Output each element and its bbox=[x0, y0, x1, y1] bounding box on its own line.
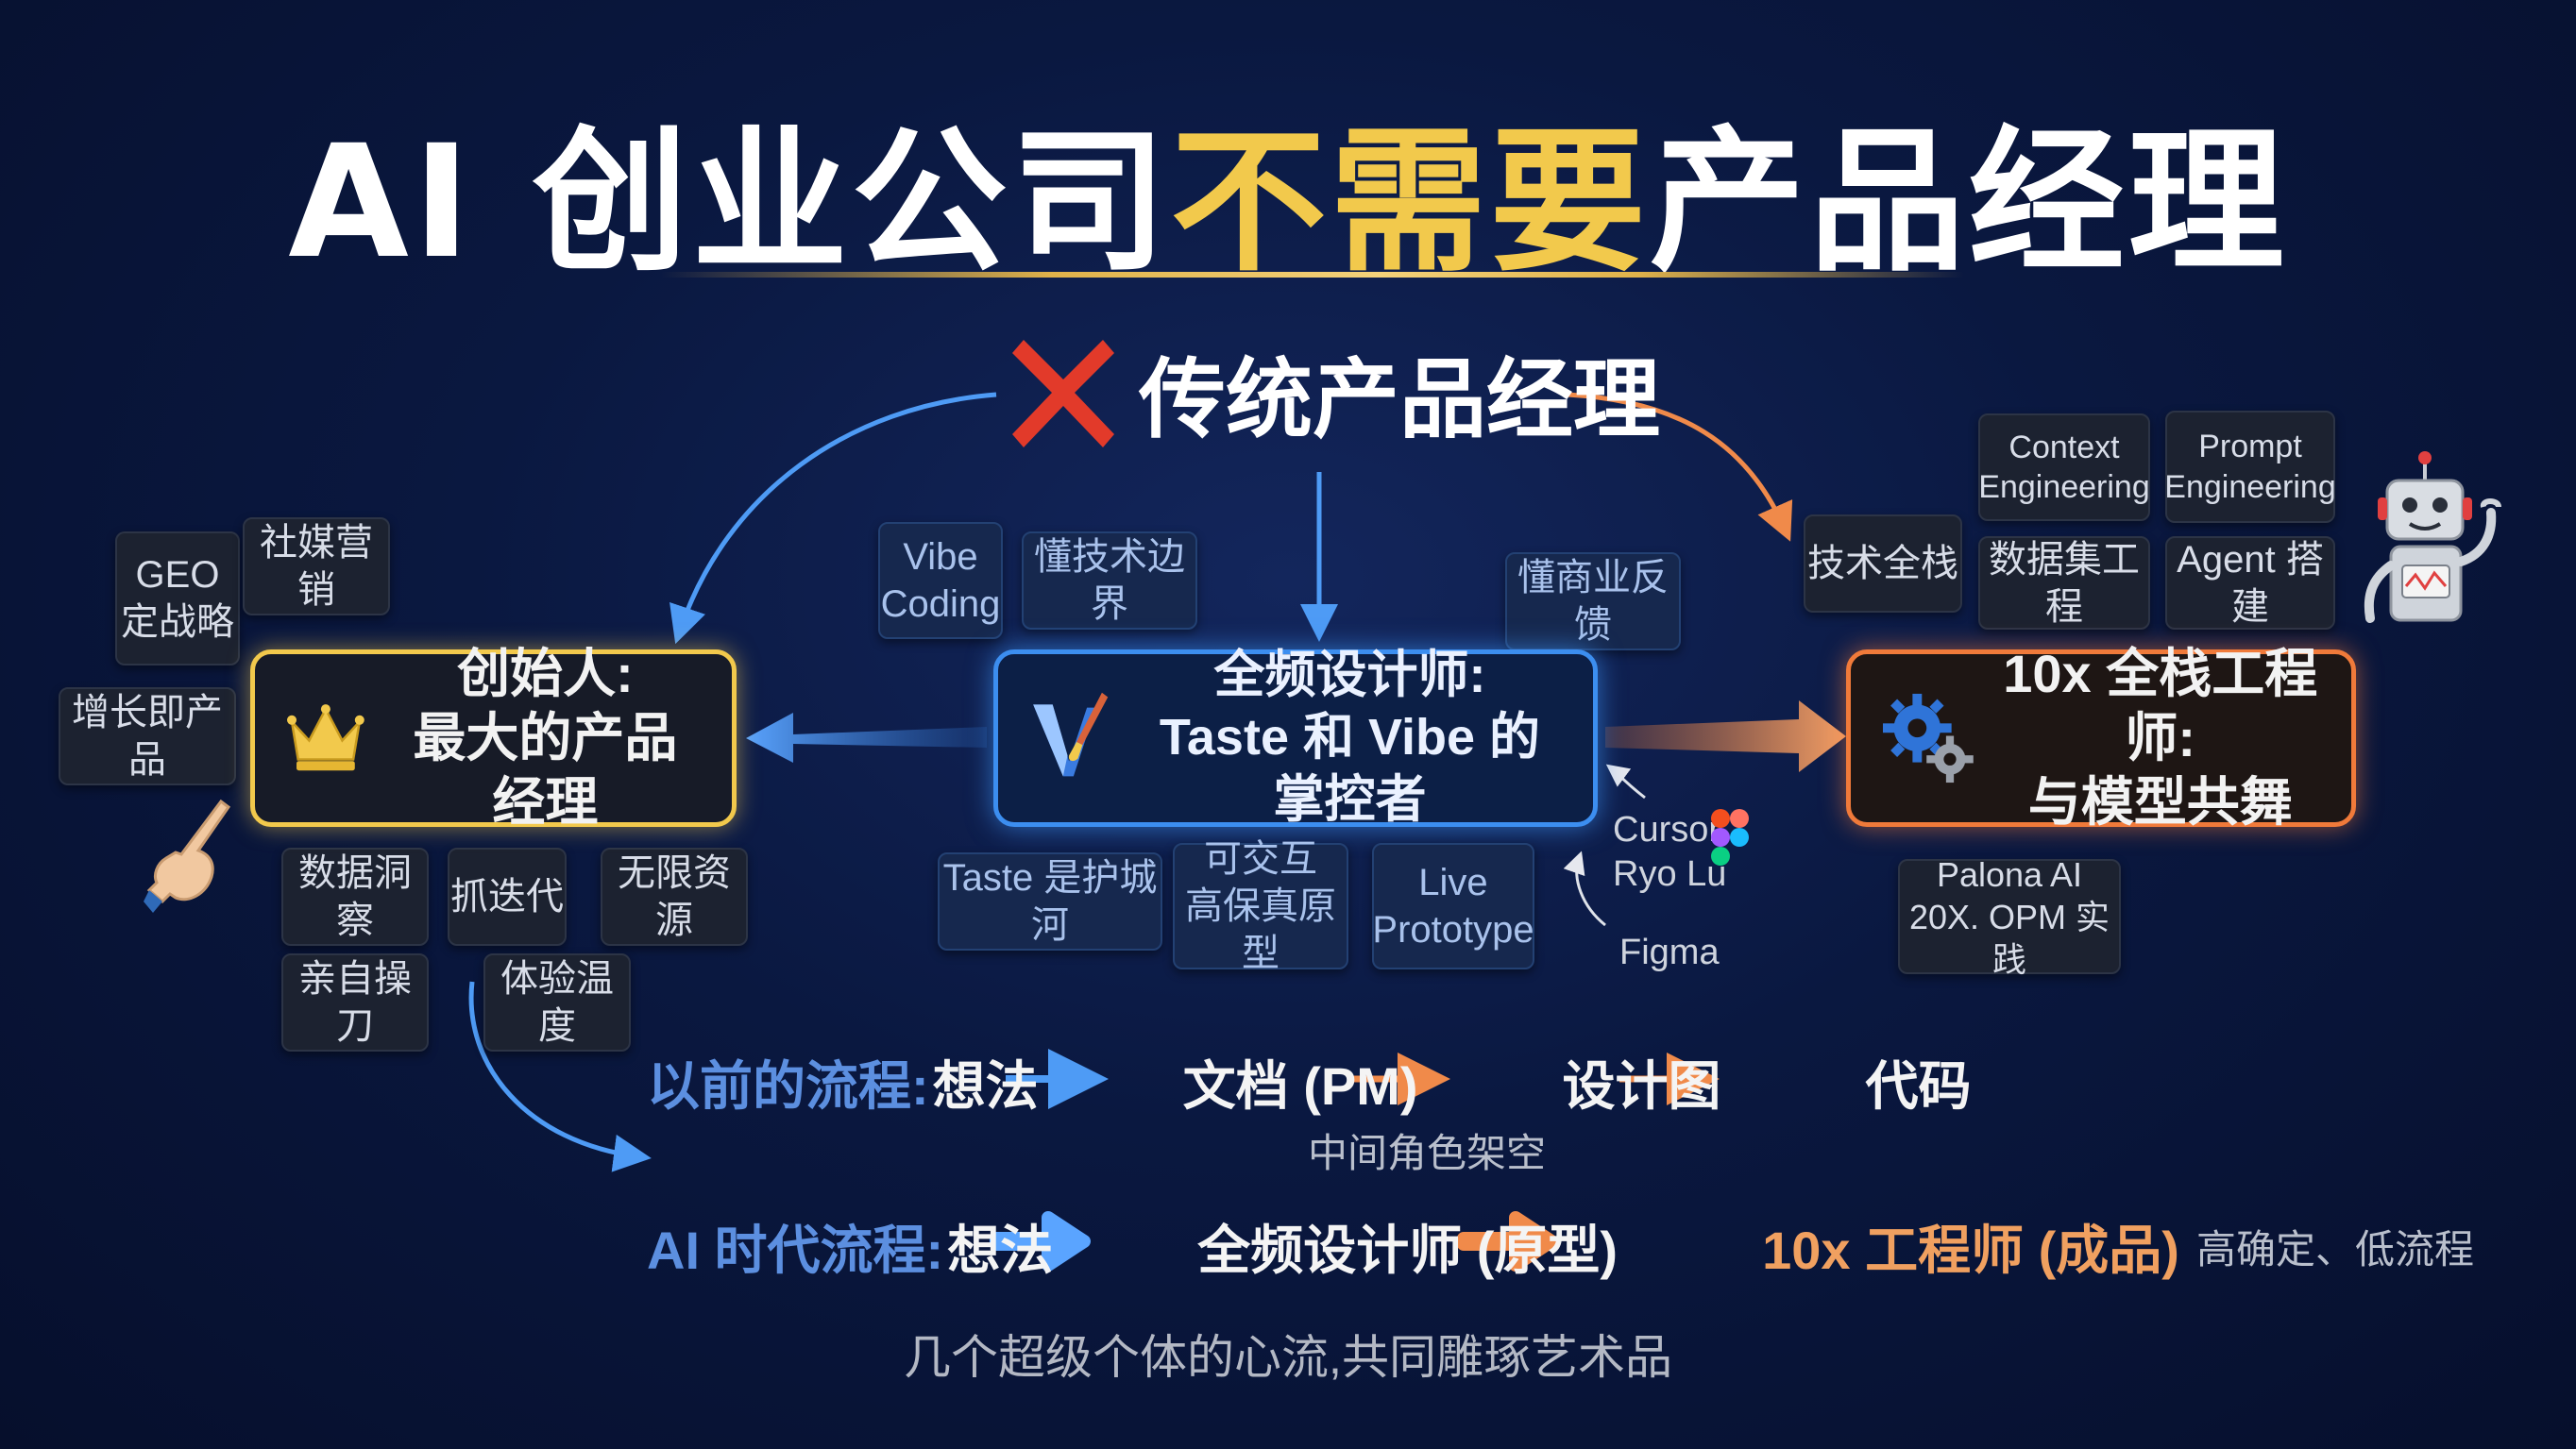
engineer-box: 10x 全栈工程师: 与模型共舞 bbox=[1846, 644, 2356, 832]
founder-tag: 抓迭代 bbox=[448, 848, 567, 946]
engineer-tag: 数据集工程 bbox=[1978, 536, 2150, 630]
founder-subtitle: 最大的产品经理 bbox=[413, 707, 678, 833]
old-flow-step: 代码 bbox=[1865, 1056, 1972, 1116]
engineer-tag: Agent 搭建 bbox=[2165, 536, 2335, 630]
tool-figma-label: Figma bbox=[1619, 933, 1720, 972]
figma-icon bbox=[1711, 809, 1749, 866]
engineer-tag: Palona AI 20X. OPM 实践 bbox=[1898, 855, 2121, 979]
big-arrow-right bbox=[1605, 700, 1846, 772]
designer-tag: Live Prototype bbox=[1372, 843, 1534, 969]
old-flow-row: 以前的流程: 想法 文档 (PM) 设计图 代码 bbox=[647, 1044, 1972, 1120]
old-flow-note: 中间角色架空 bbox=[1308, 1131, 1547, 1175]
engineer-tag: 技术全栈 bbox=[1804, 514, 1962, 613]
bottom-note: 几个超级个体的心流,共同雕琢艺术品 bbox=[904, 1331, 1672, 1384]
arrow-to-ai-flow bbox=[468, 981, 652, 1172]
founder-tag: 无限资源 bbox=[601, 848, 748, 946]
engineer-title: 10x 全栈工程师: bbox=[2003, 643, 2318, 767]
designer-box: 全频设计师: Taste 和 Vibe 的掌控者 bbox=[993, 647, 1598, 828]
engineer-tag: Prompt Engineering bbox=[2164, 411, 2336, 523]
traditional-pm-label-group: 传统产品经理 bbox=[1010, 326, 1660, 458]
designer-subtitle: Taste 和 Vibe 的掌控者 bbox=[1159, 709, 1541, 828]
page-title: AI 创业公司不需要产品经理 bbox=[0, 76, 2576, 301]
founder-box: 创始人: 最大的产品经理 bbox=[250, 644, 737, 832]
ai-flow-label: AI 时代流程: bbox=[647, 1221, 944, 1280]
ai-flow-arrow-2 bbox=[1457, 1211, 1558, 1272]
old-flow-step: 文档 (PM) bbox=[1182, 1056, 1418, 1116]
robot-icon bbox=[2364, 451, 2501, 623]
gears-icon bbox=[1883, 693, 1974, 783]
brush-v-logo-icon bbox=[1033, 692, 1109, 777]
traditional-pm-label: 传统产品经理 bbox=[1139, 351, 1661, 448]
arrow-to-engineer-tags bbox=[1567, 392, 1793, 542]
ai-flow-arrow-1 bbox=[990, 1211, 1091, 1272]
founder-tag: 数据洞察 bbox=[281, 848, 429, 946]
pointer-cursor bbox=[1605, 764, 1646, 800]
designer-tag: Taste 是护城河 bbox=[938, 852, 1162, 951]
founder-tag: GEO 定战略 bbox=[115, 531, 240, 666]
designer-tag: 可交互 高保真原型 bbox=[1173, 838, 1348, 974]
engineer-subtitle: 与模型共舞 bbox=[2027, 772, 2293, 833]
title-part2: 产品经理 bbox=[1649, 111, 2288, 293]
ai-flow-step: 全频设计师 (原型) bbox=[1197, 1221, 1618, 1280]
old-flow-step: 想法 bbox=[932, 1056, 1039, 1116]
cross-mark-icon bbox=[1012, 340, 1114, 447]
hand-pointer-icon bbox=[144, 799, 231, 913]
founder-tag: 体验温度 bbox=[483, 953, 631, 1052]
founder-title: 创始人: bbox=[457, 643, 634, 703]
title-underline bbox=[661, 272, 1964, 278]
old-flow-label: 以前的流程: bbox=[647, 1056, 929, 1116]
founder-tag: 亲自操刀 bbox=[281, 953, 429, 1052]
title-highlight: 不需要 bbox=[1170, 111, 1650, 293]
founder-tag: 社媒营销 bbox=[243, 517, 390, 615]
crown-icon bbox=[287, 704, 364, 771]
designer-tag: 懂技术边界 bbox=[1022, 531, 1197, 630]
title-part1: AI 创业公司 bbox=[288, 111, 1171, 293]
designer-title: 全频设计师: bbox=[1213, 647, 1486, 704]
pointer-figma bbox=[1563, 851, 1606, 927]
tool-ryo-label: Ryo Lu bbox=[1613, 854, 1727, 894]
ai-flow-row: AI 时代流程: 想法 全频设计师 (原型) 10x 工程师 (成品) 高确定、… bbox=[647, 1208, 2474, 1285]
engineer-tag: Context Engineering bbox=[1978, 413, 2150, 521]
designer-tag: 懂商业反馈 bbox=[1505, 552, 1681, 650]
arrow-to-founder bbox=[669, 392, 997, 645]
tool-cursor-label: Cursor bbox=[1613, 810, 1721, 850]
ai-flow-step: 想法 bbox=[947, 1221, 1054, 1280]
founder-tag: 增长即产品 bbox=[59, 687, 236, 785]
ai-flow-step: 10x 工程师 (成品) bbox=[1762, 1221, 2179, 1280]
big-arrow-left bbox=[746, 713, 987, 763]
old-flow-step: 设计图 bbox=[1562, 1056, 1721, 1116]
ai-flow-suffix: 高确定、低流程 bbox=[2195, 1227, 2474, 1272]
designer-tag: Vibe Coding bbox=[878, 522, 1003, 639]
